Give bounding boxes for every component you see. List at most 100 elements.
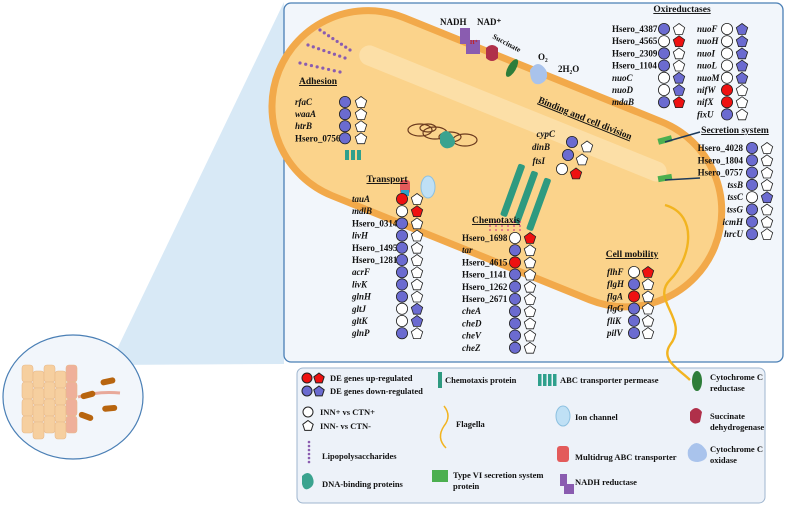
comparison-circle-down: [721, 108, 734, 121]
lps-bead: [321, 66, 325, 70]
comparison-pentagon-none: [672, 47, 686, 60]
root-cell: [43, 398, 56, 417]
gene-label: nuoC: [612, 73, 634, 83]
gene-label: flgA: [607, 291, 623, 301]
comparison-circle-down: [562, 148, 575, 161]
comparison-pentagon-down: [735, 47, 749, 60]
comparison-pentagon-none: [410, 278, 424, 291]
lps-bead: [315, 65, 319, 69]
gene-label: nuoM: [697, 73, 721, 83]
gene-row: Hsero_1698: [462, 231, 537, 244]
gene-row: hrcU: [724, 228, 774, 241]
comparison-pentagon-down: [410, 315, 424, 327]
legend-label: Ion channel: [575, 412, 618, 422]
section-transport: TransporttauAmdlBHsero_0314livHHsero_149…: [351, 175, 424, 340]
comparison-pentagon-none: [641, 290, 655, 303]
comparison-circle-down: [658, 47, 671, 60]
gene-label: mdaB: [612, 97, 634, 107]
gene-label: nuoI: [697, 48, 716, 58]
gene-row: flhF: [607, 265, 655, 278]
gene-label: cypC: [537, 129, 556, 139]
comparison-pentagon-none: [410, 193, 424, 205]
gene-label: acrF: [352, 267, 370, 277]
gene-row: cheA: [462, 305, 537, 318]
abc-permease-icon: [538, 374, 542, 386]
gene-label: mdlB: [352, 206, 372, 216]
comparison-pentagon-up: [410, 205, 424, 218]
lps-bead: [316, 47, 321, 51]
chemotaxis-proteins: [489, 163, 551, 231]
root-cell: [32, 387, 45, 406]
gene-label: Hsero_1104: [612, 61, 657, 71]
gene-label: nuoF: [697, 24, 718, 34]
comparison-pentagon-none: [735, 96, 749, 108]
lps-bead: [309, 63, 314, 68]
root-cell: [65, 415, 78, 434]
gene-label: tauA: [352, 194, 370, 204]
legend-label: INN+ vs CTN+: [320, 407, 375, 417]
chemoattractant-dot: [495, 225, 497, 227]
gene-row: nuoH: [697, 35, 749, 48]
legend-label: Cytochrome C: [710, 444, 763, 454]
gene-label: Hsero_1804: [698, 155, 744, 165]
comparison-circle-none: [395, 302, 408, 315]
comparison-circle-down: [746, 203, 759, 216]
cytochrome-c-reductase-icon: [692, 371, 702, 391]
gene-row: fixU: [697, 108, 749, 121]
comparison-circle-down: [508, 292, 521, 305]
comparison-circle-none: [508, 231, 521, 244]
gene-label: cheA: [462, 306, 481, 316]
comparison-circle-down: [395, 241, 408, 254]
root-cell: [54, 370, 67, 389]
gene-label: waaA: [295, 109, 316, 119]
chemoattractant-dot: [513, 225, 515, 227]
comparison-pentagon-down: [735, 59, 749, 72]
root-cell: [21, 398, 34, 417]
gene-row: Hsero_1141: [462, 268, 537, 281]
gene-row: fliK: [607, 314, 655, 327]
section-title: Cell mobility: [606, 250, 659, 260]
comparison-circle-none: [556, 162, 569, 175]
chemoattractant-dot: [507, 225, 509, 227]
abc-permease-icon: [548, 374, 552, 386]
lps-bead: [306, 43, 310, 47]
gene-row: mdaB: [612, 96, 686, 109]
label-o2: O₂: [538, 52, 548, 62]
gene-row: Hsero_1804: [698, 154, 774, 167]
gene-label: glnH: [351, 292, 372, 302]
gene-row: mdlB: [352, 205, 424, 218]
gene-row: flgH: [607, 278, 655, 291]
gene-label: Hsero_0756: [295, 133, 341, 143]
gene-label: Hsero_1262: [462, 282, 508, 292]
comparison-pentagon-none: [641, 327, 655, 339]
gene-row: Hsero_0757: [698, 166, 774, 179]
legend-label: DE genes down-regulated: [330, 386, 423, 396]
chemoattractant-dot: [519, 221, 521, 223]
comparison-circle-down: [508, 268, 521, 281]
gene-row: cypC: [537, 129, 594, 153]
gene-row: tssC: [727, 191, 774, 204]
comparison-circle-down: [395, 229, 408, 242]
gene-row: Hsero_2309: [612, 47, 686, 60]
chemoattractant-dot: [495, 221, 497, 223]
lps-bead: [311, 45, 315, 49]
comparison-pentagon-up: [641, 266, 655, 278]
comparison-pentagon-none: [760, 154, 774, 167]
root-cell: [21, 415, 34, 434]
comparison-circle-down: [395, 266, 408, 279]
abc-permease-icon: [553, 374, 557, 386]
gene-row: Hsero_1262: [462, 280, 537, 293]
comparison-circle-down: [658, 22, 671, 35]
gene-label: cheV: [462, 331, 482, 341]
comparison-circle-down: [508, 341, 521, 354]
chemoattractant-dot: [495, 229, 497, 231]
section-chemotaxis: ChemotaxisHsero_1698tarHsero_4615Hsero_1…: [462, 216, 537, 354]
gene-label: Hsero_1141: [462, 270, 507, 280]
label-nad: NAD⁺: [477, 17, 501, 27]
secretion-arrows: [664, 131, 701, 181]
legend-label: reductase: [710, 383, 745, 393]
gene-row: nifW: [697, 84, 749, 97]
lps-bead: [326, 34, 331, 38]
